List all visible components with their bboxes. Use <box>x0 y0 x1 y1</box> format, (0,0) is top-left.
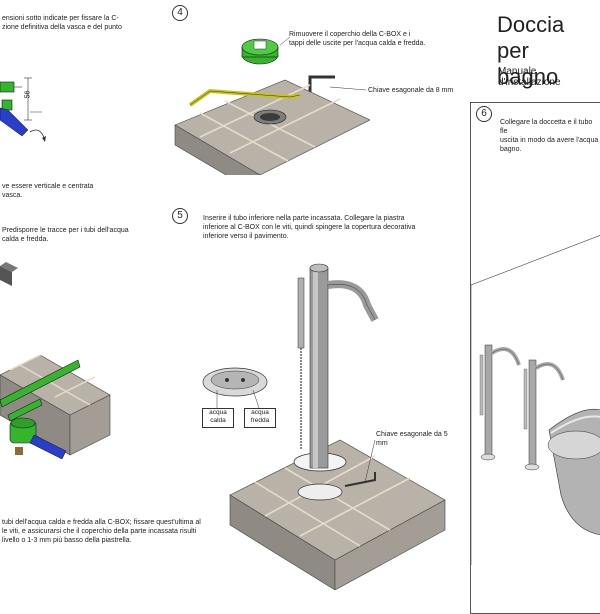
dimension-56: 56 <box>24 90 32 99</box>
instruction-vertical: ve essere verticale e centrata vasca. <box>2 183 94 199</box>
step-5-number: 5 <box>172 208 188 224</box>
manual-title: Doccia per bagno <box>497 12 565 89</box>
top-left-drawing <box>0 77 46 142</box>
manual-subtitle: Manuale d'installazione <box>498 66 561 88</box>
step-4-drawing <box>174 36 370 175</box>
bottom-left-drawing <box>0 355 111 460</box>
step-5-drawing <box>202 263 446 590</box>
instruction-step-4: Rimuovere il coperchio della C-BOX e i t… <box>289 31 426 47</box>
label-hex-key-8: Chiave esagonale da 8 mm <box>368 87 454 94</box>
instruction-dimensions: ensioni sotto indicate per fissare la C-… <box>2 15 122 31</box>
step-6-number: 6 <box>476 106 492 122</box>
floor-block-small <box>0 262 18 286</box>
label-hot-water: acqua calda <box>202 408 234 428</box>
instruction-tracks: Predisporre le tracce per i tubi dell'ac… <box>2 227 129 243</box>
label-cold-water: acqua fredda <box>244 408 276 428</box>
step-6-drawing <box>471 235 600 565</box>
instruction-step-5: Inserire il tubo inferiore nella parte i… <box>203 215 416 240</box>
step-4-number: 4 <box>172 5 188 21</box>
instruction-step-6: Collegare la doccetta e il tubo fle usci… <box>500 119 599 153</box>
label-hex-key-5: Chiave esagonale da 5 mm <box>376 431 448 447</box>
instruction-connect-pipes: tubi dell'acqua calda e fredda alla C-BO… <box>2 519 201 544</box>
